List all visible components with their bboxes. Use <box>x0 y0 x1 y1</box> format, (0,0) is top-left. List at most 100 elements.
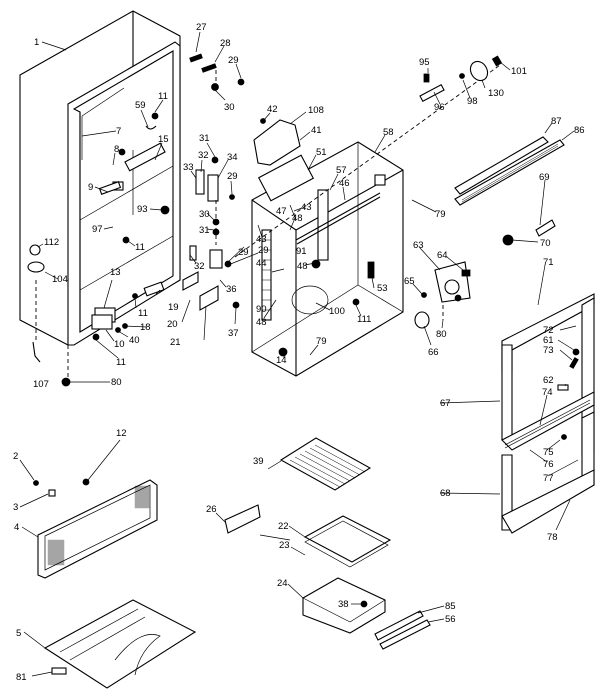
hinge-top-parts <box>189 53 245 91</box>
callout-7: 7 <box>116 126 121 137</box>
door-frame <box>501 293 595 534</box>
callout-31: 31 <box>199 225 210 236</box>
callout-48: 48 <box>297 261 308 272</box>
callout-104: 104 <box>52 274 68 285</box>
callout-98: 98 <box>467 96 478 107</box>
callout-29: 29 <box>238 247 249 258</box>
leader-lines <box>19 31 579 677</box>
callout-74: 74 <box>542 387 553 398</box>
callout-56: 56 <box>445 614 456 625</box>
callout-22: 22 <box>278 521 289 532</box>
rails <box>454 136 565 246</box>
callout-71: 71 <box>543 257 554 268</box>
callout-31: 31 <box>199 133 210 144</box>
shaft-assembly <box>234 55 503 258</box>
callout-27: 27 <box>196 22 207 33</box>
callout-58: 58 <box>383 127 394 138</box>
callout-11: 11 <box>158 91 168 102</box>
callout-21: 21 <box>170 337 181 348</box>
damper-assembly <box>414 261 471 329</box>
callout-78: 78 <box>547 532 558 543</box>
callout-95: 95 <box>419 57 430 68</box>
freezer-liner <box>251 141 404 377</box>
callout-63: 63 <box>413 240 424 251</box>
callout-20: 20 <box>167 319 178 330</box>
callout-9: 9 <box>88 182 93 193</box>
callout-23: 23 <box>279 540 290 551</box>
callout-15: 15 <box>158 134 169 145</box>
callout-79: 79 <box>435 209 446 220</box>
callout-97: 97 <box>92 224 103 235</box>
front-grille <box>33 478 158 579</box>
callout-14: 14 <box>276 355 287 366</box>
callout-53: 53 <box>377 283 388 294</box>
callout-44: 44 <box>256 258 267 269</box>
callout-19: 19 <box>168 302 179 313</box>
callout-62: 62 <box>543 375 554 386</box>
callout-41: 41 <box>311 125 322 136</box>
callout-28: 28 <box>220 38 231 49</box>
callout-labels: 1 27 28 29 30 11 59 7 15 8 9 31 32 33 34… <box>13 22 585 683</box>
callout-4: 4 <box>14 522 19 533</box>
callout-13: 13 <box>110 267 121 278</box>
callout-1: 1 <box>34 37 39 48</box>
callout-90: 90 <box>256 304 267 315</box>
callout-100: 100 <box>329 306 345 317</box>
callout-43: 43 <box>256 234 267 245</box>
callout-111: 111 <box>357 314 371 325</box>
callout-65: 65 <box>404 276 415 287</box>
callout-32: 32 <box>198 150 209 161</box>
callout-40: 40 <box>129 335 140 346</box>
callout-10: 10 <box>114 339 125 350</box>
hinge-side-parts <box>160 156 240 311</box>
callout-64: 64 <box>437 250 448 261</box>
callout-96: 96 <box>434 102 445 113</box>
control-housing <box>253 118 315 202</box>
callout-85: 85 <box>445 601 456 612</box>
callout-93: 93 <box>137 204 148 215</box>
callout-30: 30 <box>199 209 210 220</box>
callout-37: 37 <box>228 328 239 339</box>
cabinet-shell <box>19 10 181 346</box>
callout-69: 69 <box>539 172 550 183</box>
callout-91: 91 <box>296 246 307 257</box>
callout-75: 75 <box>543 447 554 458</box>
callout-5: 5 <box>16 628 21 639</box>
callout-86: 86 <box>574 125 585 136</box>
callout-39: 39 <box>253 456 264 467</box>
callout-3: 3 <box>13 502 18 513</box>
callout-79: 79 <box>316 336 327 347</box>
crisper-assembly <box>224 504 431 650</box>
shelf-39 <box>279 437 372 491</box>
callout-77: 77 <box>543 473 554 484</box>
callout-38: 38 <box>338 599 349 610</box>
callout-108: 108 <box>308 105 324 116</box>
callout-66: 66 <box>428 347 439 358</box>
callout-46: 46 <box>339 178 350 189</box>
callout-2: 2 <box>13 451 18 462</box>
callout-73: 73 <box>543 345 554 356</box>
callout-48: 48 <box>256 317 267 328</box>
callout-59: 59 <box>135 100 146 111</box>
callout-29: 29 <box>227 171 238 182</box>
callout-76: 76 <box>543 459 554 470</box>
callout-47: 47 <box>276 206 287 217</box>
callout-18: 18 <box>140 322 151 333</box>
callout-70: 70 <box>540 238 551 249</box>
callout-87: 87 <box>551 116 562 127</box>
callout-32: 32 <box>194 261 205 272</box>
callout-61: 61 <box>543 335 554 346</box>
callout-34: 34 <box>227 152 238 163</box>
callout-130: 130 <box>488 88 504 99</box>
callout-81: 81 <box>16 672 27 683</box>
callout-12: 12 <box>116 428 127 439</box>
callout-26: 26 <box>206 504 217 515</box>
callout-24: 24 <box>277 578 288 589</box>
callout-29: 29 <box>258 245 269 256</box>
callout-48: 48 <box>292 213 303 224</box>
callout-57: 57 <box>336 165 347 176</box>
callout-11: 11 <box>138 308 148 319</box>
callout-8: 8 <box>114 144 119 155</box>
callout-80: 80 <box>436 329 447 340</box>
